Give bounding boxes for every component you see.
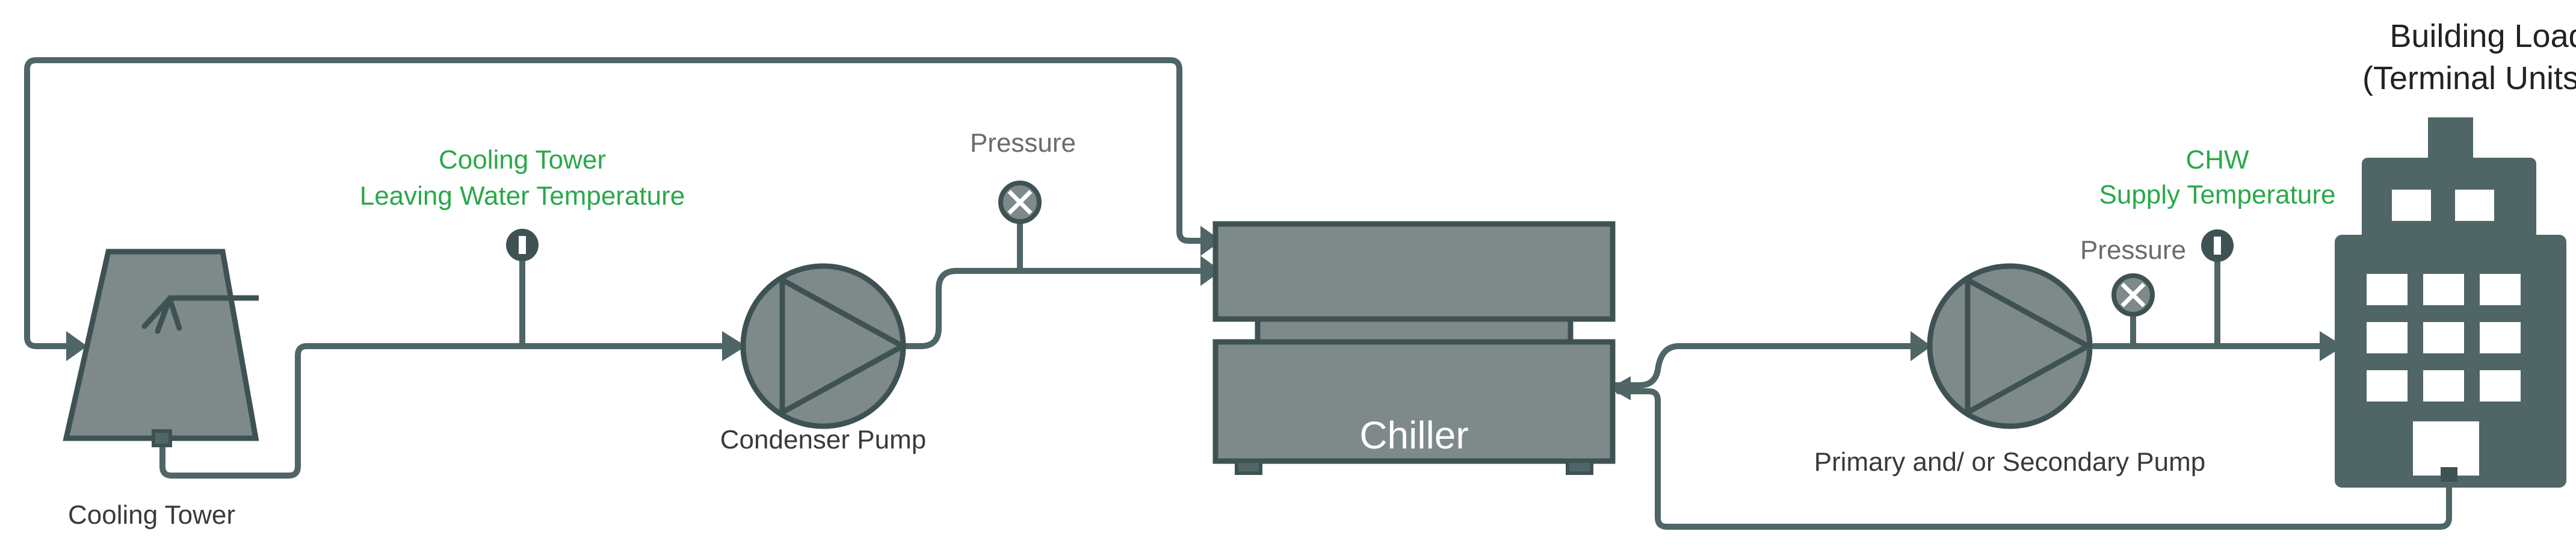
fan-blades-icon xyxy=(141,296,182,334)
pressure-gauge-icon xyxy=(2111,273,2155,317)
building-icon xyxy=(2335,117,2566,488)
building-load-label-line1: Building Load xyxy=(2389,18,2576,54)
building-load-label-line2: (Terminal Units) xyxy=(2362,60,2576,96)
chiller xyxy=(1212,221,1616,475)
cooling-tower xyxy=(63,249,259,447)
flow-arrow-icon xyxy=(1200,256,1222,286)
chw-return-pipe xyxy=(1616,388,2452,530)
flow-arrow-icon xyxy=(1200,226,1222,256)
cooling-tower-lwt-label-line2: Leaving Water Temperature xyxy=(360,181,685,211)
chw-pump-suction-pipe xyxy=(1613,343,1926,388)
temperature-sensor-icon xyxy=(506,229,539,261)
pressure-gauge-icon xyxy=(998,181,1042,224)
pressure-label-chw: Pressure xyxy=(2080,235,2186,265)
flow-arrow-icon xyxy=(66,331,87,361)
temperature-sensor-icon xyxy=(2201,229,2234,262)
chiller-label: Chiller xyxy=(1359,414,1468,457)
flow-arrow-icon xyxy=(1910,331,1932,361)
condenser-pump-label: Condenser Pump xyxy=(720,425,926,454)
cooling-tower-lwt-label-line1: Cooling Tower xyxy=(439,145,606,175)
condenser-pump xyxy=(740,263,906,429)
condenser-return-pipe xyxy=(24,57,1219,349)
flow-arrow-icon xyxy=(722,331,746,361)
chw-label-line2: Supply Temperature xyxy=(2099,180,2336,209)
condenser-pump-discharge-pipe xyxy=(903,268,1212,349)
pressure-label-condenser: Pressure xyxy=(970,128,1076,158)
flow-arrow-icon xyxy=(2320,331,2344,361)
cooling-tower-supply-pipe xyxy=(159,343,743,479)
flow-arrow-icon xyxy=(1610,376,1631,400)
primary-pump-label: Primary and/ or Secondary Pump xyxy=(1814,447,2206,477)
primary-secondary-pump xyxy=(1927,263,2093,429)
chw-label-line1: CHW xyxy=(2185,145,2249,175)
cooling-tower-label: Cooling Tower xyxy=(68,500,235,530)
